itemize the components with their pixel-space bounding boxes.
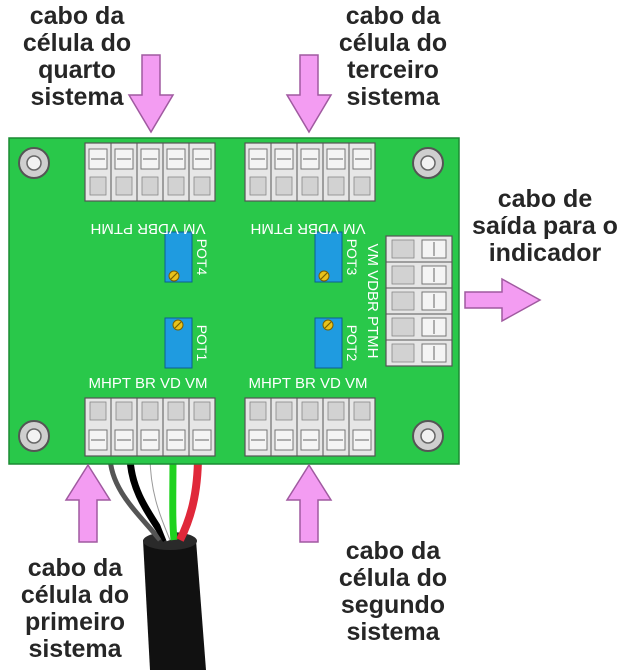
silkscreen-pins-bottom-left: MHPT BR VD VM [89,375,208,392]
terminal-opening [249,176,267,196]
terminal-block-top-right [244,142,376,202]
terminal-opening [115,176,133,196]
terminal-opening [193,401,211,421]
terminal-block-bottom-right [244,397,376,457]
terminal-block-right [385,235,453,367]
potentiometer-pot1 [164,317,193,369]
silkscreen-pins-top-left: VM VDBR PTMH [90,220,205,237]
terminal-opening [391,291,415,311]
terminal-opening [89,176,107,196]
terminal-opening [249,401,267,421]
potentiometer-pot4 [164,231,193,283]
arrow-fourth-system [127,54,175,134]
terminal-opening [353,401,371,421]
terminal-opening [141,401,159,421]
silkscreen-pot2: POT2 [344,325,360,362]
arrow-second-system [285,463,333,543]
wire-green [169,454,178,541]
arrow-third-system [285,54,333,134]
callout-output: cabo de saída para o indicador [472,185,618,267]
potentiometer-pot3 [314,231,343,283]
cable-jacket [143,540,206,670]
terminal-opening [275,176,293,196]
callout-third-system: cabo da célula do terceiro sistema [338,2,448,111]
mounting-hole [412,420,444,452]
terminal-opening [353,176,371,196]
silkscreen-pins-bottom-right: MHPT BR VD VM [249,375,368,392]
mounting-hole [18,420,50,452]
wire-red [176,454,202,542]
wire-white-outline [149,454,171,541]
mounting-hole [412,147,444,179]
terminal-block-bottom-left [84,397,216,457]
silkscreen-pot1: POT1 [194,325,210,362]
callout-fourth-system: cabo da célula do quarto sistema [22,2,132,111]
callout-first-system: cabo da célula do primeiro sistema [20,554,130,663]
terminal-opening [391,343,415,363]
sensor-cable [107,454,206,670]
terminal-opening [327,401,345,421]
terminal-opening [391,317,415,337]
callout-second-system: cabo da célula do segundo sistema [338,537,448,646]
terminal-opening [301,176,319,196]
silkscreen-pins-right: VM VDBR PTMH [364,243,381,358]
terminal-opening [391,265,415,285]
wire-gray [107,454,162,542]
silkscreen-pot4: POT4 [194,239,210,276]
pcb-board [8,137,460,465]
silkscreen-pins-top-right: VM VDBR PTMH [250,220,365,237]
terminal-opening [89,401,107,421]
terminal-opening [167,401,185,421]
potentiometer-pot2 [314,317,343,369]
arrow-output [464,277,542,323]
terminal-block-top-left [84,142,216,202]
terminal-opening [193,176,211,196]
silkscreen-pot3: POT3 [344,239,360,276]
terminal-opening [167,176,185,196]
terminal-opening [301,401,319,421]
arrow-first-system [64,463,112,543]
mounting-hole [18,147,50,179]
terminal-opening [327,176,345,196]
terminal-opening [141,176,159,196]
terminal-opening [391,239,415,259]
terminal-opening [275,401,293,421]
wire-black [126,454,169,542]
terminal-opening [115,401,133,421]
